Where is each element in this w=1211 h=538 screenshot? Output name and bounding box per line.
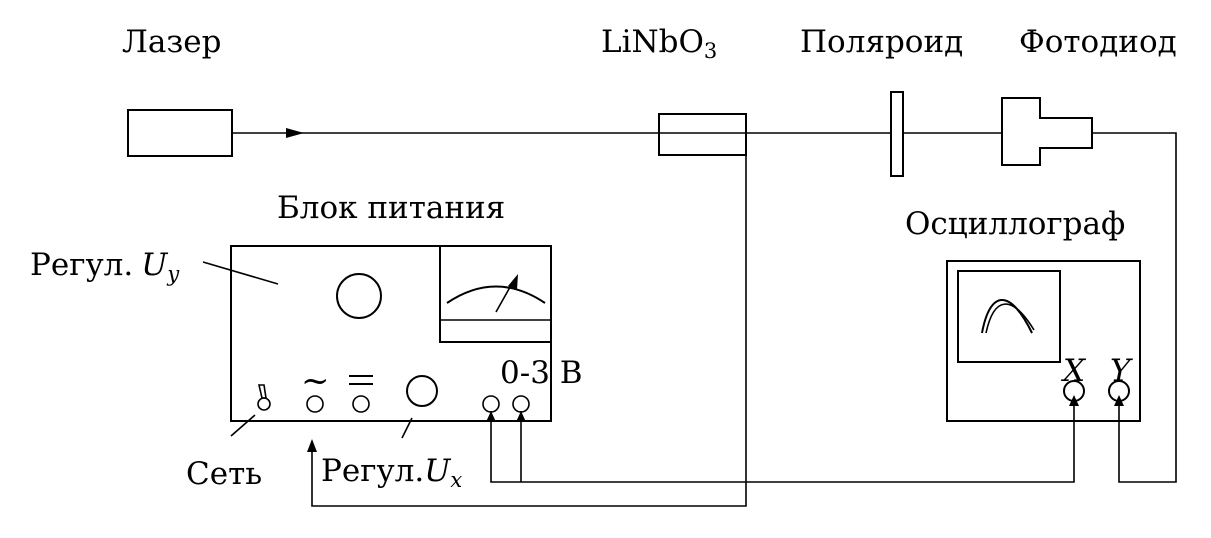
reg-ux-label: Регул.Ux bbox=[321, 453, 462, 492]
polaroid-plate bbox=[890, 91, 904, 177]
meter-scale bbox=[446, 285, 546, 304]
uy-knob bbox=[336, 273, 382, 319]
wire-output2-arrow bbox=[516, 411, 526, 422]
power-supply-box bbox=[230, 245, 552, 422]
crystal-label: LiNbO3 bbox=[601, 24, 717, 63]
oscillograph-box bbox=[946, 260, 1141, 422]
ac-terminal bbox=[306, 395, 324, 413]
dc-terminal bbox=[352, 395, 370, 413]
oscillograph-trace bbox=[981, 299, 1033, 334]
wire-x-arrow bbox=[1069, 395, 1079, 406]
crystal-box bbox=[658, 113, 747, 156]
ac-symbol: ~ bbox=[301, 361, 330, 401]
meter-box bbox=[439, 245, 552, 343]
meter-needle-tip bbox=[508, 274, 518, 290]
oscillograph-screen bbox=[957, 270, 1061, 363]
channel-x-label: X bbox=[1061, 353, 1087, 389]
channel-y-label: Y bbox=[1110, 353, 1133, 389]
network-switch-lever bbox=[257, 384, 267, 399]
power-supply-label: Блок питания bbox=[277, 190, 505, 226]
laser-box bbox=[127, 109, 233, 157]
oscillograph-label: Осциллограф bbox=[905, 206, 1125, 242]
reg-ux-pointer bbox=[401, 417, 413, 439]
network-pointer bbox=[230, 414, 256, 437]
wire-crystal-to-supply bbox=[311, 155, 747, 507]
ux-knob bbox=[406, 375, 438, 407]
network-switch bbox=[257, 397, 271, 411]
output-terminal-2 bbox=[512, 395, 530, 413]
photodiode-body bbox=[1001, 97, 1093, 166]
wire-photodiode-to-y bbox=[1092, 132, 1177, 483]
output-terminal-1 bbox=[482, 395, 500, 413]
photodiode-label: Фотодиод bbox=[1019, 24, 1177, 60]
reg-uy-label: Регул.Uy bbox=[30, 247, 180, 286]
network-label: Сеть bbox=[186, 456, 262, 492]
reg-uy-pointer bbox=[202, 261, 279, 285]
beam-direction-arrow bbox=[286, 128, 304, 138]
oscillograph-trace-2 bbox=[985, 303, 1035, 334]
laser-label: Лазер bbox=[122, 24, 221, 60]
polaroid-label: Поляроид bbox=[800, 24, 963, 60]
wire-y-arrow bbox=[1114, 395, 1124, 406]
voltage-range-label: 0-3 В bbox=[500, 355, 583, 391]
wire-output1-arrow bbox=[486, 411, 496, 422]
wire-supply-arrow bbox=[307, 439, 317, 452]
wire-output-to-x bbox=[490, 398, 1075, 483]
